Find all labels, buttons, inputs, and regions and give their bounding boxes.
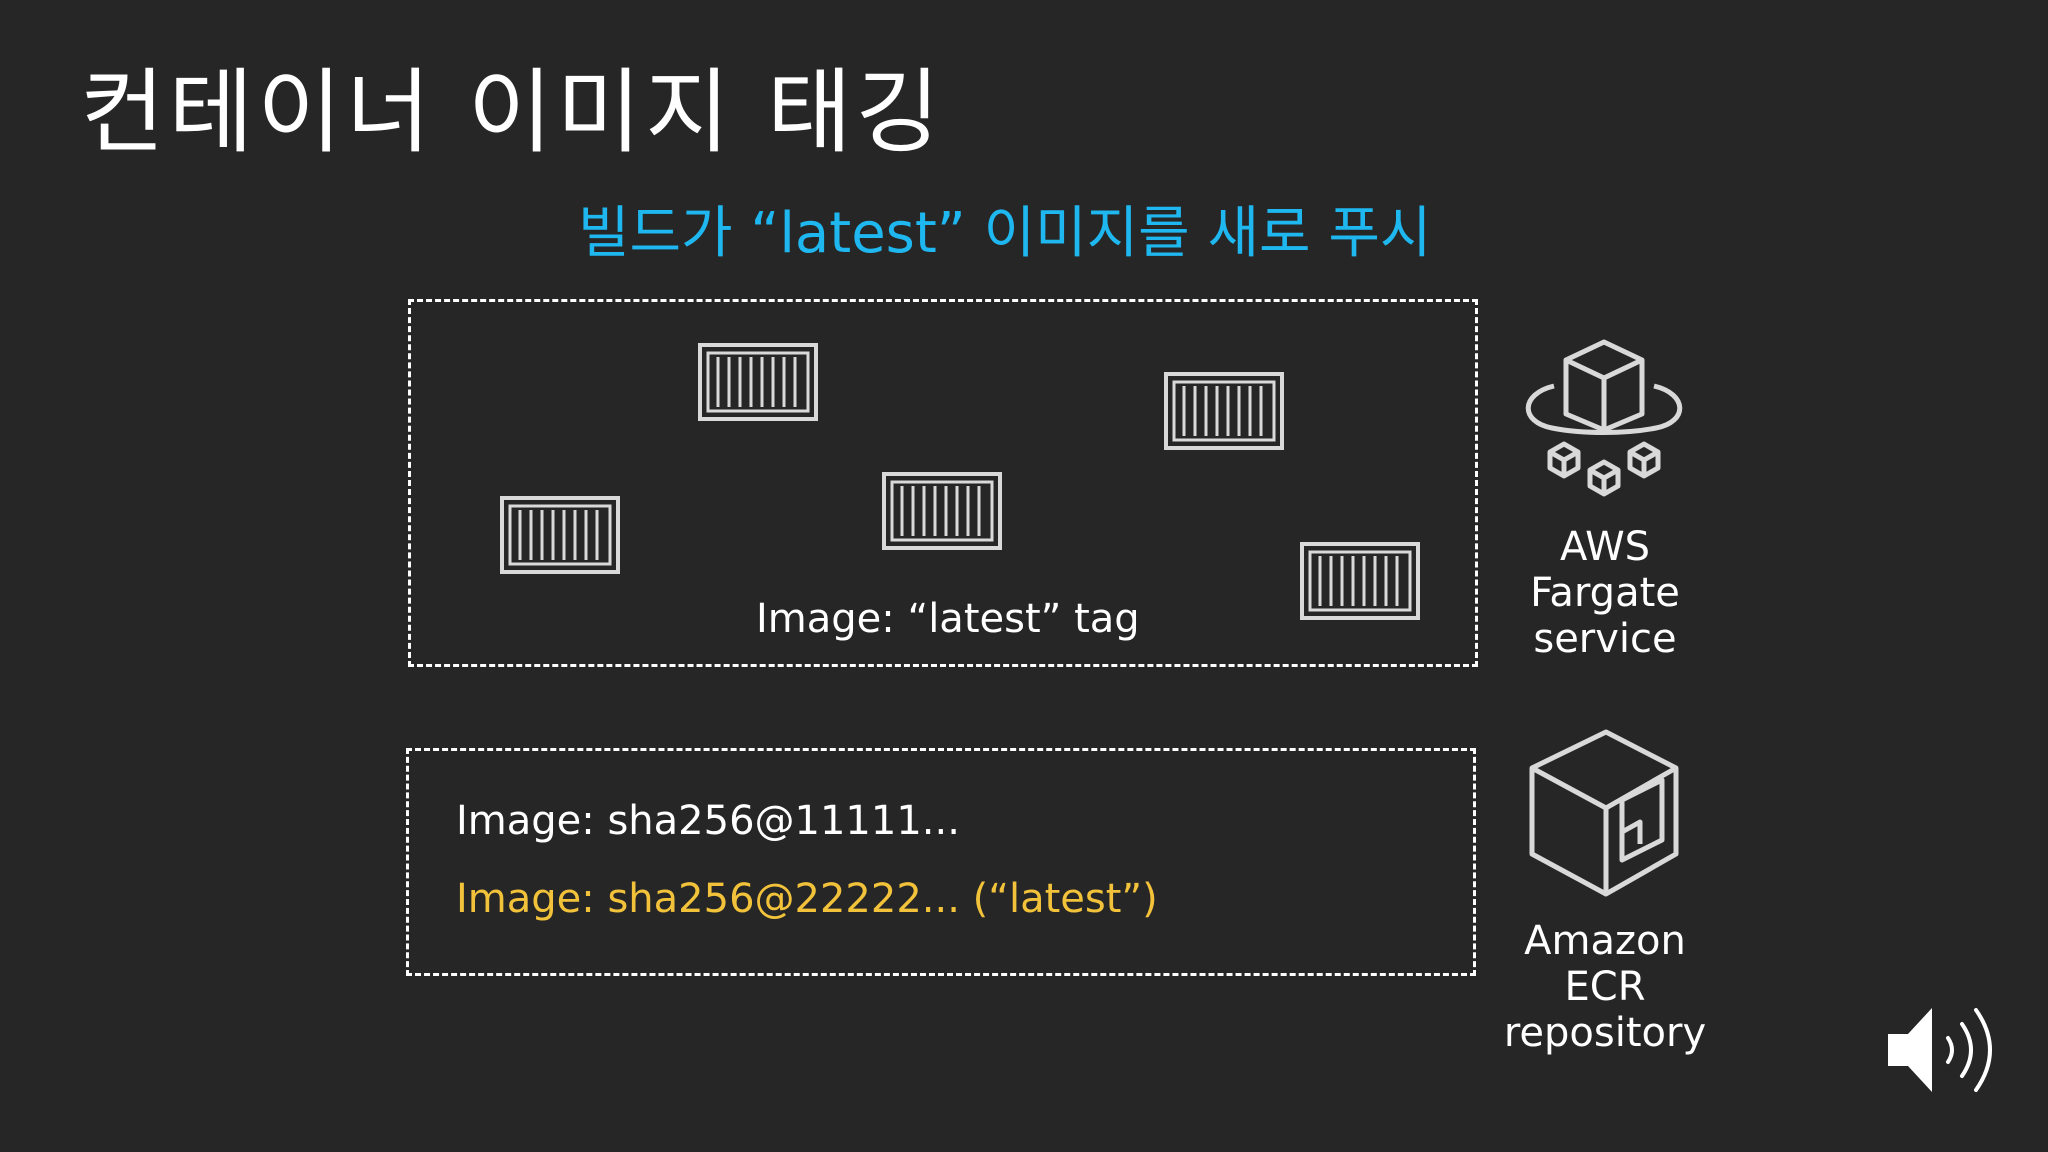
ecr-icon <box>1529 729 1679 897</box>
container-icon <box>882 472 1002 550</box>
slide-title: 컨테이너 이미지 태깅 <box>80 59 945 166</box>
fargate-icon <box>1525 339 1683 497</box>
container-icon <box>1300 542 1420 620</box>
speaker-icon[interactable] <box>1884 1000 2004 1100</box>
ecr-label-line: Amazon <box>1524 918 1686 964</box>
ecr-repository-label: Amazon ECR repository <box>1475 918 1735 1056</box>
image-digest-2-latest: Image: sha256@22222... (“latest”) <box>456 876 1158 922</box>
fargate-task-box <box>408 299 1478 667</box>
image-digest-1: Image: sha256@11111... <box>456 798 960 844</box>
fargate-service-label: AWS Fargate service <box>1475 524 1735 662</box>
fargate-label-line: Fargate <box>1530 570 1680 616</box>
fargate-label-line: AWS <box>1559 524 1651 570</box>
ecr-images-box <box>406 748 1476 976</box>
container-icon <box>1164 372 1284 450</box>
container-icon <box>500 496 620 574</box>
latest-tag-label: Image: “latest” tag <box>756 596 1140 642</box>
ecr-label-line: ECR <box>1564 964 1646 1010</box>
container-icon <box>698 343 818 421</box>
ecr-label-line: repository <box>1503 1010 1707 1056</box>
fargate-label-line: service <box>1533 616 1677 662</box>
slide-subtitle: 빌드가 “latest” 이미지를 새로 푸시 <box>578 201 1432 266</box>
